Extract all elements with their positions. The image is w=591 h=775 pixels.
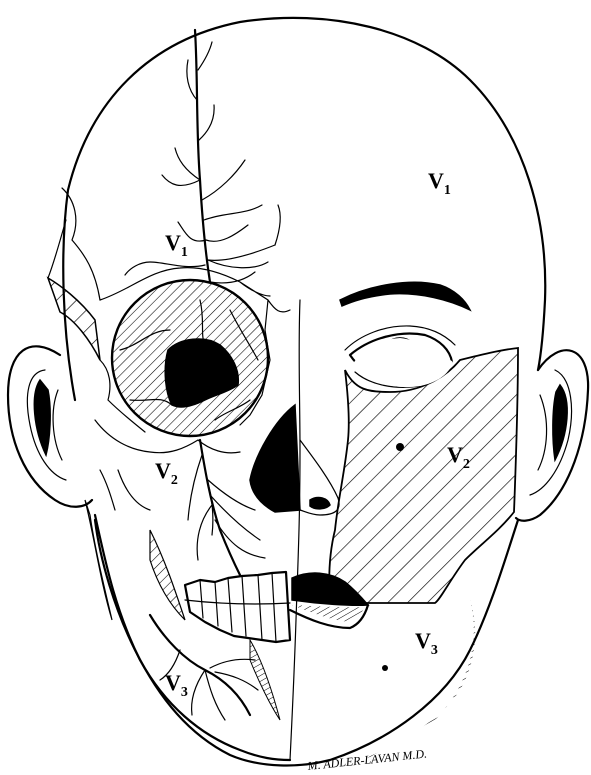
label-v3-chin: V3 (415, 628, 438, 658)
skull-teeth (185, 572, 290, 642)
mole-chin (382, 665, 388, 671)
mandible-shadow (150, 530, 185, 620)
ramus-hatch (85, 500, 112, 620)
artist-signature: M. ADLER-LAVAN M.D. (306, 747, 428, 774)
supraorbital-nerve (125, 30, 280, 283)
mandible-outline (95, 515, 290, 760)
left-ear (8, 346, 92, 506)
label-v1-forehead: V1 (428, 168, 451, 198)
midline (290, 300, 300, 760)
chin-skin-hatch (360, 600, 475, 760)
chin-hatch (250, 640, 280, 720)
label-v1-orbit: V1 (165, 230, 188, 260)
nasal-cavity (250, 405, 300, 512)
infraorbital-nerve (188, 440, 265, 575)
v2-cheek-zone (329, 348, 518, 603)
right-ear (516, 350, 588, 520)
mole-cheek (396, 443, 404, 451)
label-v2-maxilla: V2 (155, 458, 178, 488)
mental-nerve (150, 615, 258, 720)
nostril (310, 498, 330, 509)
label-v3-mandible: V3 (165, 670, 188, 700)
right-eyebrow (340, 282, 470, 310)
temporal-hatch (48, 278, 100, 360)
